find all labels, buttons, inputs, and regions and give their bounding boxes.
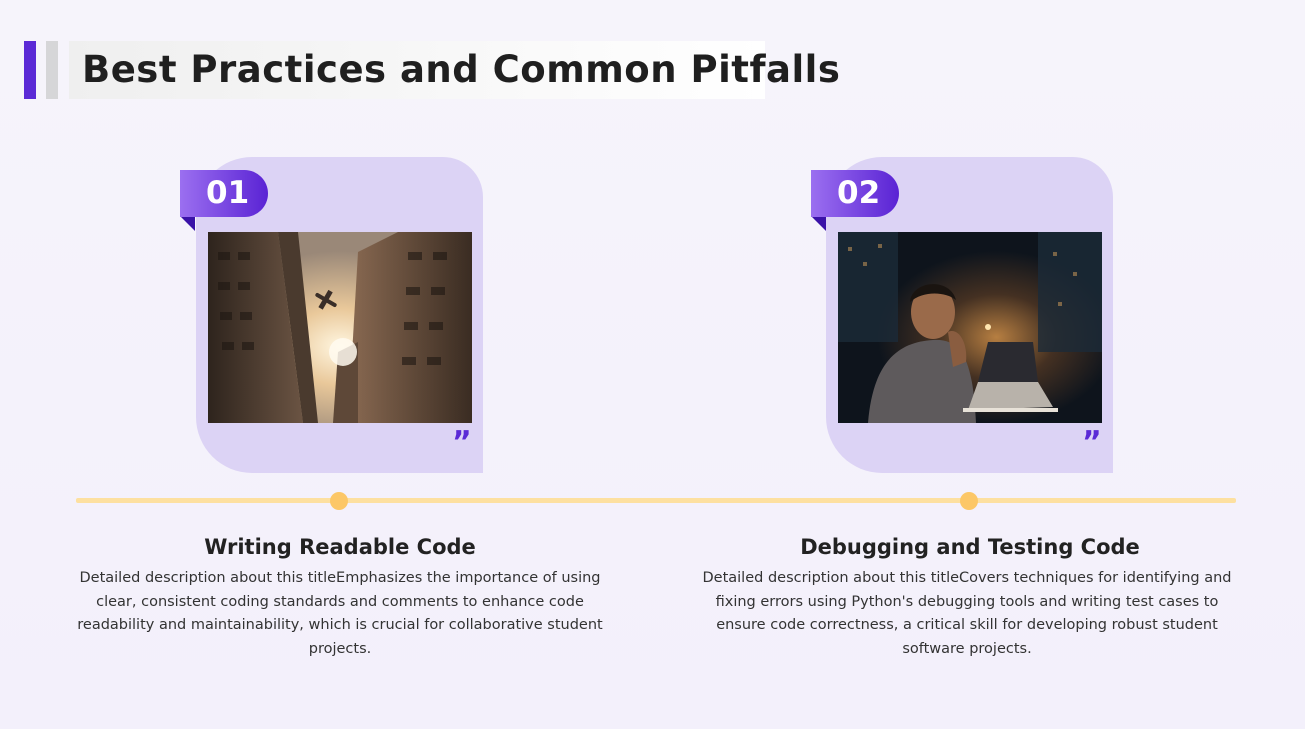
card-2-photo: [838, 232, 1102, 423]
badge-2-fold: [812, 217, 826, 231]
number-badge-2: 02: [811, 170, 899, 217]
timeline-line: [76, 498, 1236, 503]
item-1-title: Writing Readable Code: [204, 535, 476, 559]
timeline-dot-2: [960, 492, 978, 510]
item-1-description: Detailed description about this titleEmp…: [77, 570, 603, 657]
quote-icon-2: ”: [1082, 425, 1102, 460]
item-2-description: Detailed description about this titleCov…: [702, 570, 1232, 657]
card-1-photo: [208, 232, 472, 423]
page-title: Best Practices and Common Pitfalls: [82, 48, 841, 91]
person-at-laptop-image: [838, 232, 1102, 423]
quote-icon-1: ”: [452, 425, 472, 460]
number-badge-1: 01: [180, 170, 268, 217]
city-buildings-image: [208, 232, 472, 423]
title-accent-bar-purple: [24, 41, 36, 99]
title-accent-bar-gray: [46, 41, 58, 99]
item-2-title: Debugging and Testing Code: [800, 535, 1140, 559]
badge-1-fold: [181, 217, 195, 231]
title-background: [69, 41, 765, 99]
timeline-dot-1: [330, 492, 348, 510]
